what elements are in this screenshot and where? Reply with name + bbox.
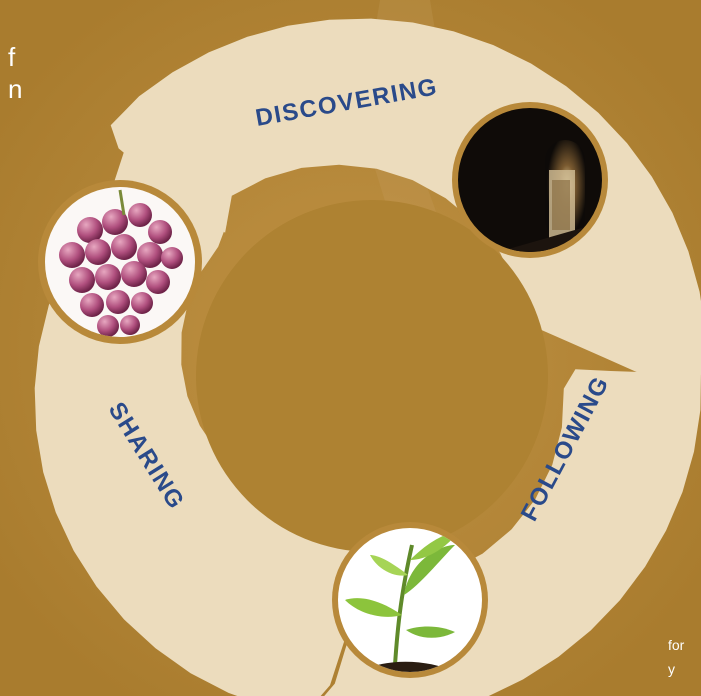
heading-fragment-1: f	[8, 42, 16, 72]
body-fragment-2: y	[668, 661, 675, 677]
grapes-photo	[38, 180, 202, 344]
center-hub	[196, 200, 548, 552]
heading-fragment-2: n	[8, 74, 23, 104]
seedling-photo	[332, 522, 488, 678]
doorway-photo	[452, 102, 608, 258]
body-fragment-1: for	[668, 637, 685, 653]
